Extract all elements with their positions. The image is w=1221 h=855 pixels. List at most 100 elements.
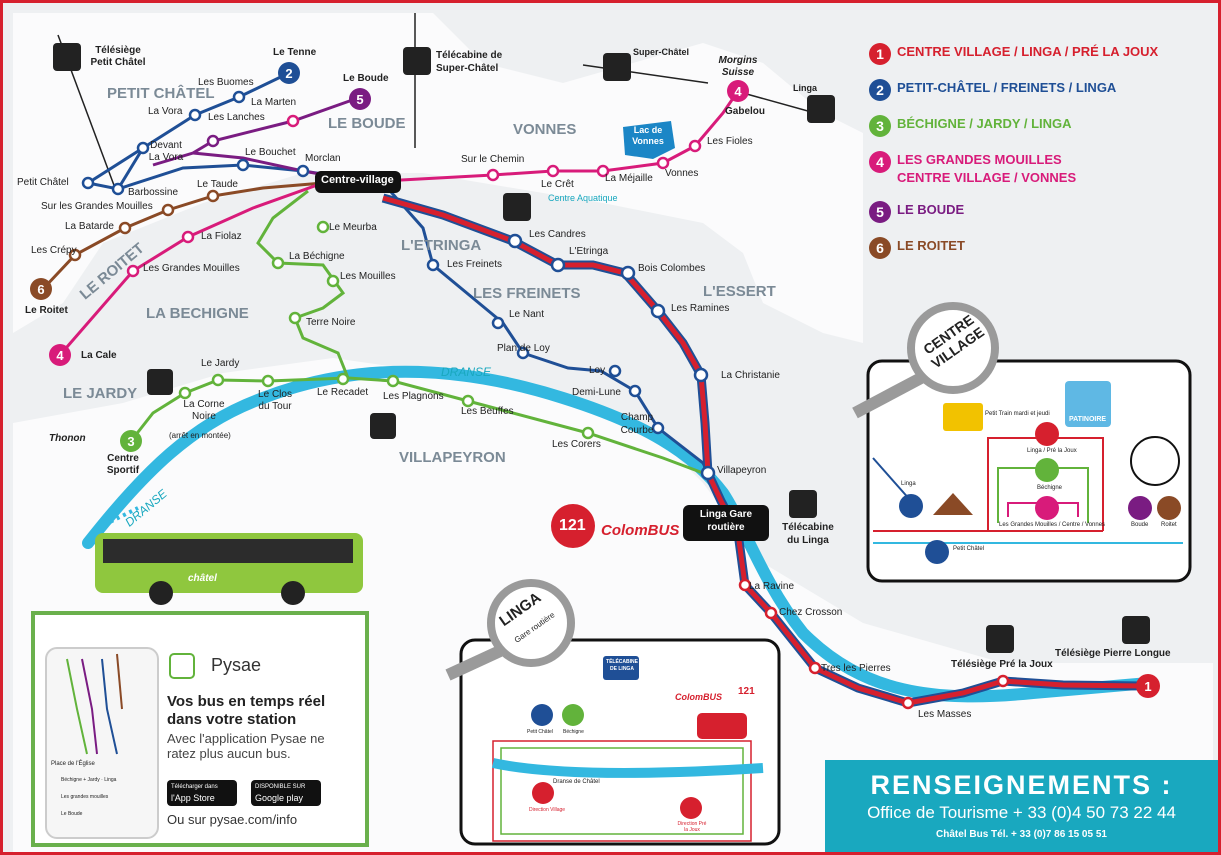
inset-badge [899,494,923,518]
stop-dot[interactable] [178,386,192,400]
stop-dot[interactable] [550,257,566,273]
linga-hub[interactable] [683,505,769,541]
stop-dot[interactable] [764,606,778,620]
stop-label: Les Masses [918,709,972,720]
stop-label: Les Candres [529,229,586,240]
stop-dot[interactable] [211,373,225,387]
stop-dot[interactable] [486,168,500,182]
inset-badge [680,797,702,819]
terminus-badge [49,344,71,366]
stop-label: La Vora [148,106,183,117]
stop-dot[interactable] [386,374,400,388]
line-number-badge: 4 [869,151,891,173]
church-icon [933,493,973,515]
terminus-badge [727,80,749,102]
stop-dot[interactable] [118,221,132,235]
stop-dot[interactable] [161,203,175,217]
stop-dot[interactable] [326,274,340,288]
stop-dot[interactable] [336,372,350,386]
stop-dot[interactable] [651,421,665,435]
stop-label: La Batarde [65,221,114,232]
stop-label: Le Recadet [317,387,369,398]
inset-label: Dranse de Châtel [553,779,600,785]
stop-dot[interactable] [650,303,666,319]
stop-dot[interactable] [608,364,622,378]
stop-dot[interactable] [620,265,636,281]
stop-label: Bois Colombes [638,263,706,274]
inset-badge [1157,496,1181,520]
stop-dot[interactable] [996,674,1010,688]
stop-dot[interactable] [808,661,822,675]
parking-icon [1130,436,1180,486]
stop-dot[interactable] [236,158,250,172]
stop-dot[interactable] [288,311,302,325]
stop-dot[interactable] [126,264,140,278]
stop-label: Tres les Pierres [821,663,891,674]
bus-phone[interactable]: Châtel Bus Tél. + 33 (0)7 86 15 05 51 [936,829,1107,840]
inset-label: Petit Châtel [953,546,985,552]
stop-dot[interactable] [181,230,195,244]
stop-dot[interactable] [688,139,702,153]
zone-label: L'ETRINGA [401,237,482,254]
stop-dot[interactable] [491,316,505,330]
zone-label: VILLAPEYRON [399,449,506,466]
pysae-url[interactable]: Ou sur pysae.com/info [167,812,298,827]
inset-badge [1035,496,1059,520]
patinoire-icon [1065,381,1111,427]
stop-dot[interactable] [546,164,560,178]
stop-dot[interactable] [206,134,220,148]
app-store-button[interactable]: Télécharger dans l'App Store [167,780,237,806]
bus-icon [697,713,747,739]
stop-dot[interactable] [656,156,670,170]
inset-river [491,758,764,778]
stop-dot[interactable] [81,176,95,190]
hub-label[interactable]: Linga Gare routière [699,509,753,533]
stop-label: Petit Châtel [17,177,69,188]
stop-dot[interactable] [516,346,530,360]
stop-label: La Béchigne [289,251,345,262]
lake-label: Lac de Vonnes [632,125,664,146]
stop-dot[interactable] [461,394,475,408]
stop-label: Le Roitet [25,305,68,316]
inset-label: Béchigne [1037,485,1063,491]
stop-dot[interactable] [700,465,716,481]
route-121-badge [551,504,595,548]
centre-village-hub[interactable] [315,171,401,193]
hub-label[interactable]: Centre-village [321,174,394,186]
inset-label: Linga / Pré la Joux [1027,448,1077,454]
inset-label: PATINOIRE [1069,416,1107,423]
line-3-route [129,376,349,442]
stop-label: La Christanie [721,370,780,381]
stop-dot[interactable] [232,90,246,104]
stop-dot[interactable] [426,258,440,272]
bus-illustration [95,533,363,605]
stop-label: Les Lanches [208,112,265,123]
stop-dot[interactable] [286,114,300,128]
stop-dot[interactable] [507,233,523,249]
stop-dot[interactable] [581,426,595,440]
zone-label: L'ESSERT [703,283,776,300]
stop-dot[interactable] [316,220,330,234]
stop-dot[interactable] [206,189,220,203]
stop-dot[interactable] [693,367,709,383]
stop-dot[interactable] [136,141,150,155]
stop-label: Les Mouilles [340,271,396,282]
google-play-button[interactable]: DISPONIBLE SUR Google play [251,780,321,806]
line-number-badge: 5 [869,201,891,223]
stop-dot[interactable] [261,374,275,388]
stop-dot[interactable] [738,578,752,592]
stop-dot[interactable] [296,164,310,178]
stop-label: Villapeyron [717,465,767,476]
stop-dot[interactable] [628,384,642,398]
pysae-promo: Place de l'Église Béchigne + Jardy · Lin… [31,611,369,847]
stop-dot[interactable] [111,182,125,196]
stop-dot[interactable] [188,108,202,122]
stop-dot[interactable] [271,256,285,270]
info-title: RENSEIGNEMENTS : [870,770,1173,800]
stop-dot[interactable] [901,696,915,710]
office-phone[interactable]: Office de Tourisme + 33 (0)4 50 73 22 44 [867,803,1176,822]
stop-dot[interactable] [596,164,610,178]
stop-dot[interactable] [68,248,82,262]
